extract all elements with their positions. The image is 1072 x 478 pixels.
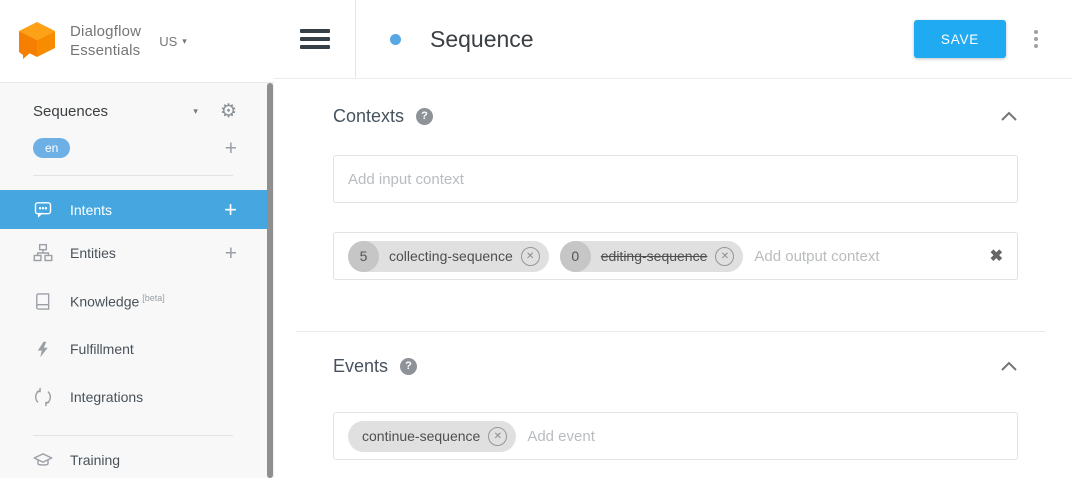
output-context-chip[interactable]: 5 collecting-sequence ✕	[348, 240, 549, 272]
region-selector[interactable]: US ▾	[159, 34, 187, 49]
input-context-field[interactable]	[333, 155, 1018, 203]
integrations-icon	[33, 387, 53, 407]
sidebar-scrollbar-thumb[interactable]	[267, 83, 273, 478]
chevron-up-icon	[1001, 111, 1017, 121]
brand-header: Dialogflow Essentials US ▾	[0, 0, 274, 83]
events-section-header: Events ?	[333, 354, 1018, 378]
context-lifespan-badge[interactable]: 0	[559, 240, 591, 272]
knowledge-icon	[33, 291, 53, 311]
intents-icon	[33, 200, 53, 220]
sidebar-item-label: Training	[70, 452, 121, 468]
beta-badge: [beta]	[142, 292, 165, 303]
events-title: Events	[333, 355, 389, 376]
sidebar-item-label: Entities	[70, 245, 116, 261]
output-context-chip[interactable]: 0 editing-sequence ✕	[559, 240, 744, 272]
sidebar-item-entities[interactable]: Entities +	[0, 229, 274, 277]
help-icon[interactable]: ?	[400, 357, 418, 375]
context-chip-label: editing-sequence	[600, 248, 708, 264]
sidebar-item-integrations[interactable]: Integrations	[0, 373, 274, 421]
events-field[interactable]: continue-sequence ✕	[333, 412, 1018, 460]
fulfillment-icon	[33, 339, 53, 359]
remove-chip-icon[interactable]: ✕	[488, 426, 508, 446]
brand-name: Dialogflow Essentials	[70, 23, 142, 59]
remove-chip-icon[interactable]: ✕	[520, 246, 540, 266]
hamburger-menu-button[interactable]	[274, 0, 356, 78]
sidebar-item-label: Fulfillment	[70, 341, 134, 357]
save-button[interactable]: SAVE	[914, 20, 1006, 58]
contexts-title: Contexts	[333, 105, 405, 126]
output-context-input[interactable]	[754, 247, 982, 265]
add-entity-button[interactable]: +	[224, 241, 237, 265]
gear-icon[interactable]: ⚙	[219, 100, 237, 122]
caret-down-icon: ▾	[182, 35, 187, 46]
context-chip-label: collecting-sequence	[389, 248, 513, 264]
sidebar-item-fulfillment[interactable]: Fulfillment	[0, 325, 274, 373]
sidebar-item-training[interactable]: Training	[0, 436, 274, 478]
collapse-events-button[interactable]	[1000, 361, 1018, 372]
sidebar-scrollbar-track[interactable]	[267, 83, 274, 478]
sidebar-item-intents[interactable]: Intents +	[0, 190, 274, 229]
add-language-button[interactable]: +	[224, 136, 237, 160]
dialogflow-logo-icon	[19, 22, 55, 59]
sidebar: Dialogflow Essentials US ▾ Sequences ▾ ⚙…	[0, 0, 274, 478]
language-badge[interactable]: en	[33, 138, 71, 158]
sidebar-nav: Sequences ▾ ⚙ en + Intents +	[0, 83, 274, 478]
sidebar-item-label: Knowledge[beta]	[70, 292, 165, 310]
language-row: en +	[0, 133, 274, 163]
more-options-icon[interactable]	[1030, 26, 1042, 52]
help-icon[interactable]: ?	[416, 107, 434, 125]
clear-contexts-icon[interactable]: ✖	[989, 248, 1003, 265]
contexts-section-header: Contexts ?	[333, 104, 1018, 128]
region-label: US	[159, 33, 178, 49]
agent-selector-row: Sequences ▾ ⚙	[0, 95, 274, 127]
context-lifespan-badge[interactable]: 5	[348, 240, 379, 272]
agent-name[interactable]: Sequences	[33, 102, 109, 120]
intent-status-dot	[390, 33, 401, 45]
remove-chip-icon[interactable]: ✕	[715, 246, 735, 266]
sidebar-item-knowledge[interactable]: Knowledge[beta]	[0, 277, 274, 325]
training-icon	[33, 450, 53, 470]
sidebar-item-label: Integrations	[70, 389, 144, 405]
input-context-input[interactable]	[348, 170, 1003, 188]
main-area: Sequence SAVE Contexts ? 5 collecting-se…	[274, 0, 1072, 478]
intent-editor: Contexts ? 5 collecting-sequence ✕ 0 edi…	[274, 79, 1072, 460]
sidebar-item-label: Intents	[70, 201, 113, 218]
chevron-up-icon	[1001, 361, 1017, 371]
sidebar-divider	[33, 175, 233, 176]
add-intent-button[interactable]: +	[224, 196, 237, 222]
topbar: Sequence SAVE	[274, 0, 1072, 79]
page-title: Sequence	[430, 25, 534, 52]
sidebar-divider	[33, 435, 233, 436]
collapse-contexts-button[interactable]	[1000, 111, 1018, 122]
event-input[interactable]	[527, 427, 1003, 445]
event-chip-label: continue-sequence	[362, 428, 481, 444]
section-divider	[296, 331, 1045, 332]
output-context-field[interactable]: 5 collecting-sequence ✕ 0 editing-sequen…	[333, 232, 1018, 280]
caret-down-icon[interactable]: ▾	[193, 105, 198, 116]
event-chip[interactable]: continue-sequence ✕	[348, 420, 517, 452]
hamburger-icon	[299, 29, 330, 49]
entities-icon	[33, 243, 53, 263]
